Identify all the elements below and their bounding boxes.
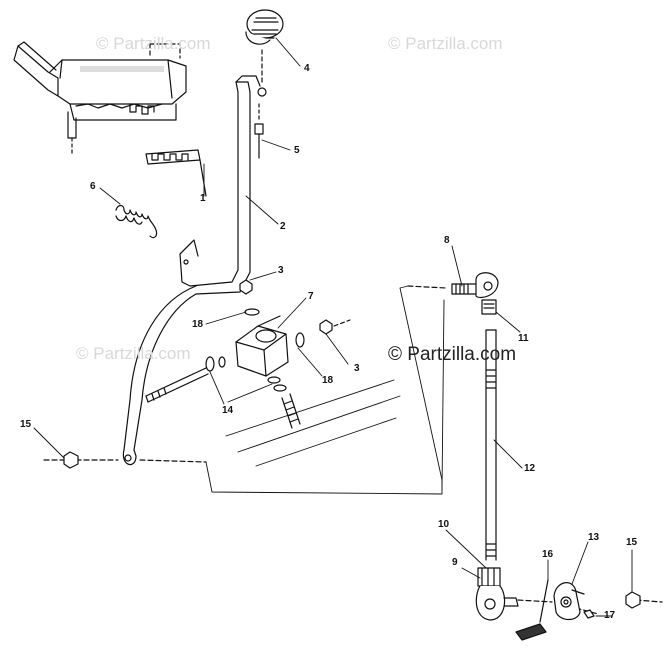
callout-15-right: 15 (626, 537, 638, 548)
watermark-mid-left: © Partzilla.com (76, 344, 191, 363)
callout-17: 17 (604, 610, 616, 621)
knob-part-4 (245, 9, 284, 85)
foot-pedal-part-1 (13, 41, 207, 197)
bracket-part-13 (553, 582, 585, 621)
callout-5: 5 (294, 145, 300, 156)
callout-15-left: 15 (20, 419, 32, 430)
pivot-block-part-7 (235, 315, 289, 377)
nut-part-15-right (625, 591, 641, 609)
callout-10: 10 (438, 519, 450, 530)
watermark-top-left: © Partzilla.com (96, 34, 211, 53)
nuts-and-washers-center (205, 279, 351, 392)
rod-part-12 (485, 329, 497, 561)
leader-lines (33, 37, 633, 617)
frame-lines (225, 379, 401, 467)
pin-part-5 (254, 87, 267, 159)
bolt-lower (281, 393, 301, 429)
callout-2: 2 (280, 221, 286, 232)
callout-4: 4 (304, 63, 310, 74)
callout-8: 8 (444, 235, 450, 246)
reference-lines (43, 285, 663, 615)
callout-18-right: 18 (322, 375, 334, 386)
nut-part-15-left (63, 451, 79, 469)
callout-13: 13 (588, 532, 600, 543)
callout-16: 16 (542, 549, 554, 560)
watermark-top-right: © Partzilla.com (388, 34, 503, 53)
spring-part-6 (115, 204, 158, 239)
clip-part-16 (515, 579, 549, 641)
upper-rod-end-parts-8-11 (451, 272, 499, 315)
watermark-main: © Partzilla.com (388, 344, 517, 365)
callout-3-lower: 3 (354, 363, 360, 374)
callout-7: 7 (308, 291, 314, 302)
callout-18-left: 18 (192, 319, 204, 330)
brake-lever-arm-part-2 (122, 75, 261, 466)
callout-3-upper: 3 (278, 265, 284, 276)
callout-1: 1 (200, 193, 206, 204)
callout-14: 14 (222, 405, 234, 416)
callout-6: 6 (90, 181, 96, 192)
callout-9: 9 (452, 557, 458, 568)
nut-part-17 (583, 609, 595, 619)
bolt-left (145, 367, 209, 403)
callout-12: 12 (524, 463, 536, 474)
lower-rod-end-parts-9-10 (475, 567, 519, 621)
callout-11: 11 (518, 333, 529, 344)
